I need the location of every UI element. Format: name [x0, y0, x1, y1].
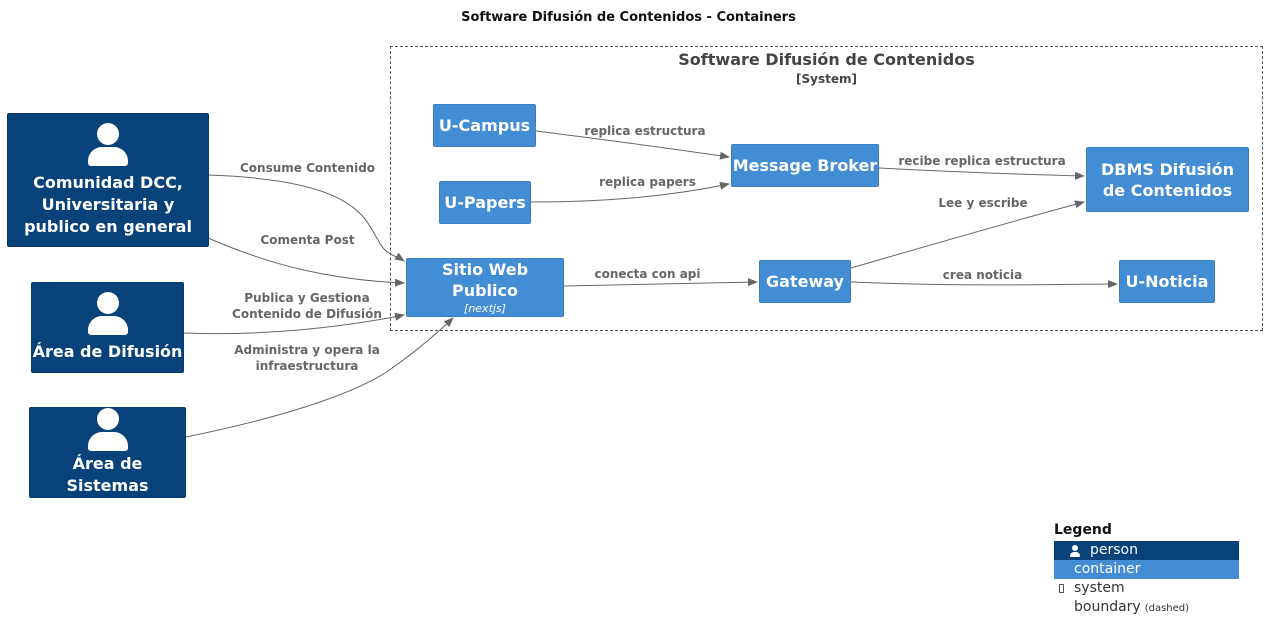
container-gateway[interactable]: Gateway: [759, 260, 851, 303]
legend-boundary: system boundary(dashed): [1054, 579, 1239, 615]
rel-label-publica-line1: Publica y Gestiona: [244, 291, 370, 305]
legend-person-label: person: [1090, 542, 1138, 558]
container-sitio-web[interactable]: Sitio Web Publico [nextjs]: [406, 258, 564, 317]
person-comunidad[interactable]: Comunidad DCC, Universitaria y publico e…: [7, 113, 209, 247]
container-ucampus[interactable]: U-Campus: [433, 104, 536, 147]
edge-publica: [183, 312, 405, 335]
legend-person: person: [1054, 541, 1239, 560]
system-boundary: [390, 46, 1263, 331]
edge-crea: [850, 280, 1118, 289]
rel-label-administra-line1: Administra y opera la: [234, 343, 380, 357]
rel-label-lee: Lee y escribe: [938, 196, 1028, 210]
diagram-title: Software Difusión de Contenidos - Contai…: [461, 10, 796, 25]
person-difusion-label: Área de Difusión: [32, 342, 183, 361]
rel-label-conecta: conecta con api: [594, 267, 701, 281]
rel-label-crea: crea noticia: [942, 268, 1023, 282]
container-upapers[interactable]: U-Papers: [439, 181, 531, 224]
rel-label-recibe: recibe replica estructura: [898, 154, 1066, 168]
legend-container-label: container: [1074, 561, 1141, 577]
legend-title: Legend: [1054, 522, 1112, 538]
person-difusion[interactable]: Área de Difusión: [31, 282, 184, 373]
person-sistemas-label: Área de Sistemas: [66, 454, 149, 495]
edge-conecta: [563, 278, 758, 287]
rel-label-publica: Publica y Gestiona Contenido de Difusión: [222, 290, 392, 322]
container-unoticia[interactable]: U-Noticia: [1119, 260, 1215, 303]
legend-boundary-note: (dashed): [1144, 603, 1190, 614]
boundary-title: Software Difusión de Contenidos: [678, 50, 975, 69]
edge-replica-estructura: [535, 130, 730, 160]
edge-replica-papers: [530, 181, 730, 203]
person-icon: [87, 292, 128, 337]
person-icon: [1069, 545, 1081, 557]
legend-boundary-label: system boundary: [1074, 580, 1141, 615]
rel-label-publica-line2: Contenido de Difusión: [232, 307, 382, 321]
rel-label-administra: Administra y opera la infraestructura: [222, 342, 392, 374]
person-icon: [87, 408, 128, 451]
rel-label-replica-estructura: replica estructura: [584, 124, 706, 138]
person-sistemas[interactable]: Área de Sistemas: [29, 407, 186, 498]
edge-comenta: [207, 237, 405, 287]
rel-label-replica-papers: replica papers: [599, 175, 696, 189]
container-message-broker[interactable]: Message Broker: [731, 144, 879, 187]
person-icon: [88, 122, 128, 168]
rel-label-consume: Consume Contenido: [239, 161, 376, 175]
container-sitio-web-label: Sitio Web Publico: [441, 259, 529, 300]
edge-consume: [207, 174, 405, 262]
boundary-icon: [1059, 584, 1064, 593]
edge-administra: [185, 317, 454, 438]
edge-recibe: [878, 167, 1085, 180]
edge-lee: [850, 200, 1085, 269]
boundary-type: [System]: [796, 72, 857, 86]
rel-label-comenta: Comenta Post: [260, 233, 355, 247]
person-comunidad-label: Comunidad DCC, Universitaria y publico e…: [24, 172, 192, 236]
container-dbms[interactable]: DBMS Difusión de Contenidos: [1086, 147, 1249, 212]
legend-container: container: [1054, 560, 1239, 579]
container-sitio-web-tech: [nextjs]: [464, 301, 506, 315]
rel-label-administra-line2: infraestructura: [255, 359, 359, 373]
